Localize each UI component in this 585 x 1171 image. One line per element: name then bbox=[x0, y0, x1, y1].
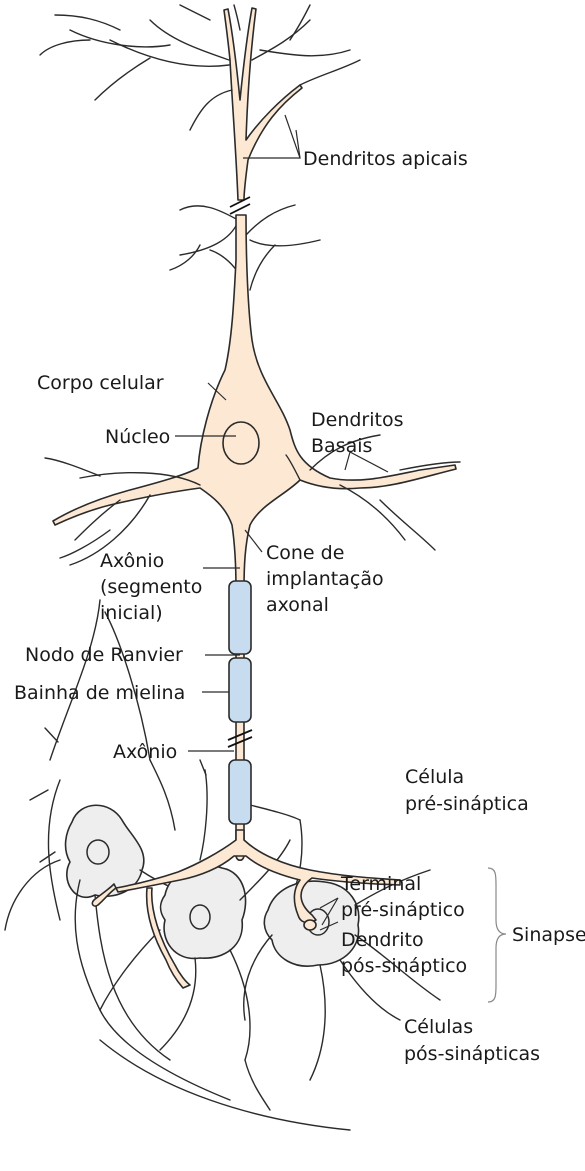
label-basal-dendrites-2: Basais bbox=[311, 435, 372, 457]
apical-dendrites bbox=[40, 5, 360, 200]
label-axon-initial-2: (segmento bbox=[100, 576, 202, 598]
label-axon-hillock-2: implantação bbox=[266, 568, 384, 590]
label-basal-dendrites-1: Dendritos bbox=[311, 409, 404, 431]
label-cell-body: Corpo celular bbox=[37, 372, 164, 394]
postsynaptic-cell-left bbox=[5, 600, 350, 1130]
label-axon-hillock-3: axonal bbox=[266, 594, 329, 616]
label-presynaptic-terminal-2: pré-sináptico bbox=[341, 899, 465, 921]
axon bbox=[229, 581, 251, 860]
myelin-segment-3 bbox=[229, 760, 251, 824]
label-axon-hillock-1: Cone de bbox=[266, 542, 344, 564]
label-axon-initial-1: Axônio bbox=[100, 550, 164, 572]
label-synapse: Sinapse bbox=[512, 924, 585, 946]
label-postsynaptic-dendrite-1: Dendrito bbox=[341, 929, 424, 951]
label-postsynaptic-cells-1: Células bbox=[404, 1016, 473, 1038]
nucleus bbox=[223, 422, 259, 464]
label-myelin-sheath: Bainha de mielina bbox=[14, 682, 185, 704]
cell-body bbox=[53, 215, 456, 590]
myelin-segment-1 bbox=[229, 581, 251, 654]
label-nucleus: Núcleo bbox=[105, 426, 170, 448]
label-axon: Axônio bbox=[113, 741, 177, 763]
label-postsynaptic-cells-2: pós-sinápticas bbox=[404, 1043, 540, 1065]
label-axon-initial-3: inicial) bbox=[100, 602, 163, 624]
label-presynaptic-cell-2: pré-sináptica bbox=[405, 793, 529, 815]
label-node-of-ranvier: Nodo de Ranvier bbox=[25, 644, 183, 666]
synapse-brace bbox=[488, 868, 506, 1002]
label-postsynaptic-dendrite-2: pós-sináptico bbox=[341, 955, 467, 977]
label-presynaptic-terminal-1: Terminal bbox=[340, 873, 421, 895]
label-apical-dendrites: Dendritos apicais bbox=[303, 148, 468, 170]
myelin-segment-2 bbox=[229, 658, 251, 722]
label-presynaptic-cell-1: Célula bbox=[405, 766, 464, 788]
postsynaptic-cell-middle bbox=[100, 760, 290, 1110]
